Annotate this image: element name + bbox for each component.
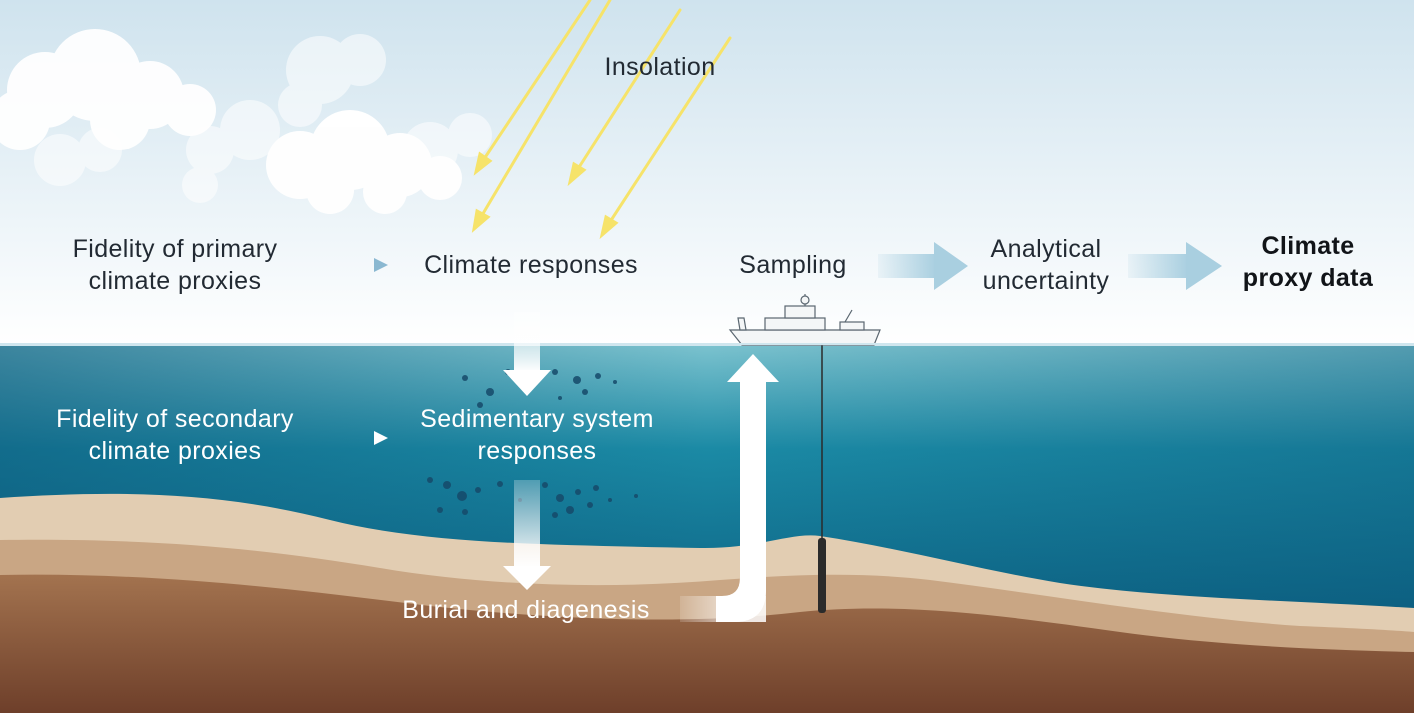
clouds [0,29,492,214]
sedimentary-responses-label: Sedimentary system responses [420,405,654,465]
primary-proxies-label: Fidelity of primary climate proxies [72,235,278,295]
burial-diagenesis-label: Burial and diagenesis [402,596,650,624]
sediment-layer [0,574,1414,713]
climate-responses-label: Climate responses [424,251,638,279]
flow-arrow-sampling-to-analytical [878,242,968,290]
research-ship [728,294,881,346]
secondary-proxies-label: Fidelity of secondary climate proxies [56,405,294,465]
sediment-particles [427,369,638,518]
dashed-arrow-secondary [318,431,388,445]
insolation-label: Insolation [604,53,716,81]
arrow-burial-to-sampling [680,354,779,622]
arrow-sedimentary-to-burial [503,480,551,590]
arrow-climate-to-sedimentary [503,312,551,396]
analytical-uncertainty-label: Analytical uncertainty [982,235,1110,295]
dashed-arrow-primary [318,258,388,272]
sky [0,0,1414,346]
climate-proxy-data-label: Climate proxy data [1242,232,1374,292]
sun-rays [471,0,732,240]
sediment-core [818,538,826,613]
sampling-label: Sampling [739,251,847,279]
flow-arrow-analytical-to-data [1128,242,1222,290]
